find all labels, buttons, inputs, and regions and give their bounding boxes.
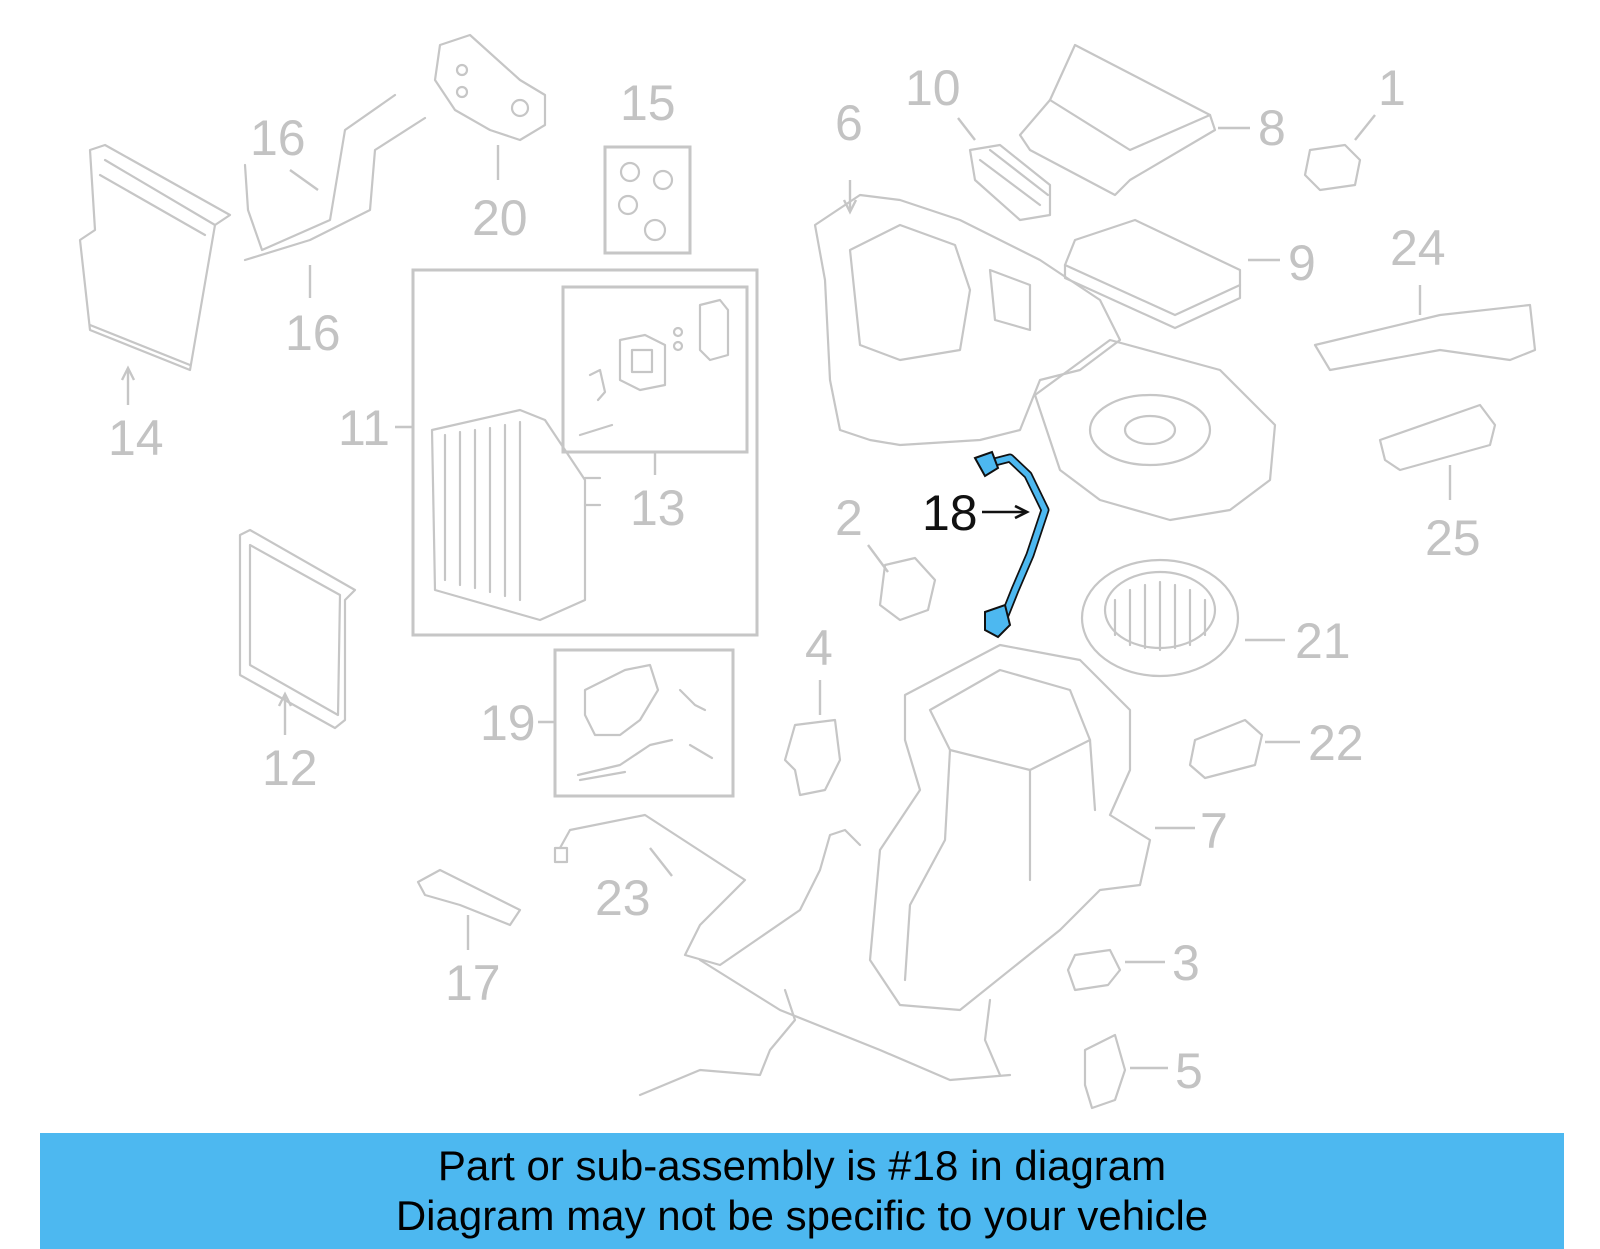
callout-13: 13 (630, 480, 686, 536)
callout-3: 3 (1172, 935, 1200, 991)
part-1-sensor[interactable]: 1 (1303, 60, 1406, 192)
callout-7: 7 (1200, 803, 1228, 859)
caption-line-2: Diagram may not be specific to your vehi… (395, 1192, 1209, 1239)
callout-23: 23 (595, 870, 651, 926)
callout-14: 14 (108, 410, 164, 466)
callout-6: 6 (835, 95, 863, 151)
caption-line-1: Part or sub-assembly is #18 in diagram (437, 1142, 1167, 1189)
part-10-mesh-filter[interactable]: 10 (905, 60, 1052, 222)
callout-20: 20 (472, 190, 528, 246)
callout-24: 24 (1390, 220, 1446, 276)
callout-22: 22 (1308, 715, 1364, 771)
caption-banner: Part or sub-assembly is #18 in diagram D… (40, 1133, 1564, 1249)
part-14-heater-core[interactable]: 14 (78, 143, 232, 466)
part-19-actuator-kit[interactable]: 19 (480, 648, 735, 798)
part-13-expansion-valve-kit[interactable]: 13 (561, 285, 749, 536)
callout-10: 10 (905, 60, 961, 116)
part-15-o-ring-kit[interactable]: 15 (603, 75, 692, 255)
callout-2: 2 (835, 490, 863, 546)
callout-12: 12 (262, 740, 318, 796)
callout-25: 25 (1425, 510, 1481, 566)
part-3-clip[interactable]: 3 (1066, 935, 1200, 992)
callout-18: 18 (922, 485, 978, 541)
part-8-cover[interactable]: 8 (1018, 43, 1286, 197)
part-25-vent[interactable]: 25 (1378, 403, 1497, 566)
part-12-gasket[interactable]: 12 (238, 528, 357, 796)
callout-1: 1 (1378, 60, 1406, 116)
callout-21: 21 (1295, 613, 1351, 669)
callout-9: 9 (1288, 235, 1316, 291)
part-4-actuator[interactable]: 4 (783, 620, 842, 797)
part-23-wiring-harness[interactable]: 23 (553, 813, 1012, 1097)
part-20-seal-plate[interactable]: 20 (433, 33, 547, 246)
callout-11: 11 (338, 400, 390, 456)
callout-16-bottom: 16 (285, 305, 341, 361)
callout-4: 4 (805, 620, 833, 676)
part-24-duct[interactable]: 24 (1313, 220, 1537, 372)
callout-16-top: 16 (250, 110, 306, 166)
callout-19: 19 (480, 695, 536, 751)
part-7-lower-case[interactable]: 7 (868, 643, 1228, 1012)
part-11-evaporator-assembly[interactable]: 11 (338, 268, 759, 637)
part-2-actuator[interactable]: 2 (835, 490, 937, 622)
callout-5: 5 (1175, 1043, 1203, 1099)
part-21-blower-motor[interactable]: 21 (1080, 558, 1351, 678)
part-9-cabin-filter[interactable]: 9 (1063, 218, 1316, 330)
blower-housing (1033, 338, 1277, 522)
callout-15: 15 (620, 75, 676, 131)
part-5-bracket[interactable]: 5 (1083, 1033, 1203, 1110)
part-16-heater-pipes[interactable]: 16 16 (243, 93, 427, 361)
part-6-hvac-case[interactable]: 6 (813, 95, 1122, 447)
part-17-bracket[interactable]: 17 (416, 868, 522, 1011)
part-18-ac-hose[interactable]: 18 (922, 450, 1050, 639)
part-22-sensor[interactable]: 22 (1188, 715, 1364, 780)
callout-17: 17 (445, 955, 501, 1011)
callout-8: 8 (1258, 100, 1286, 156)
